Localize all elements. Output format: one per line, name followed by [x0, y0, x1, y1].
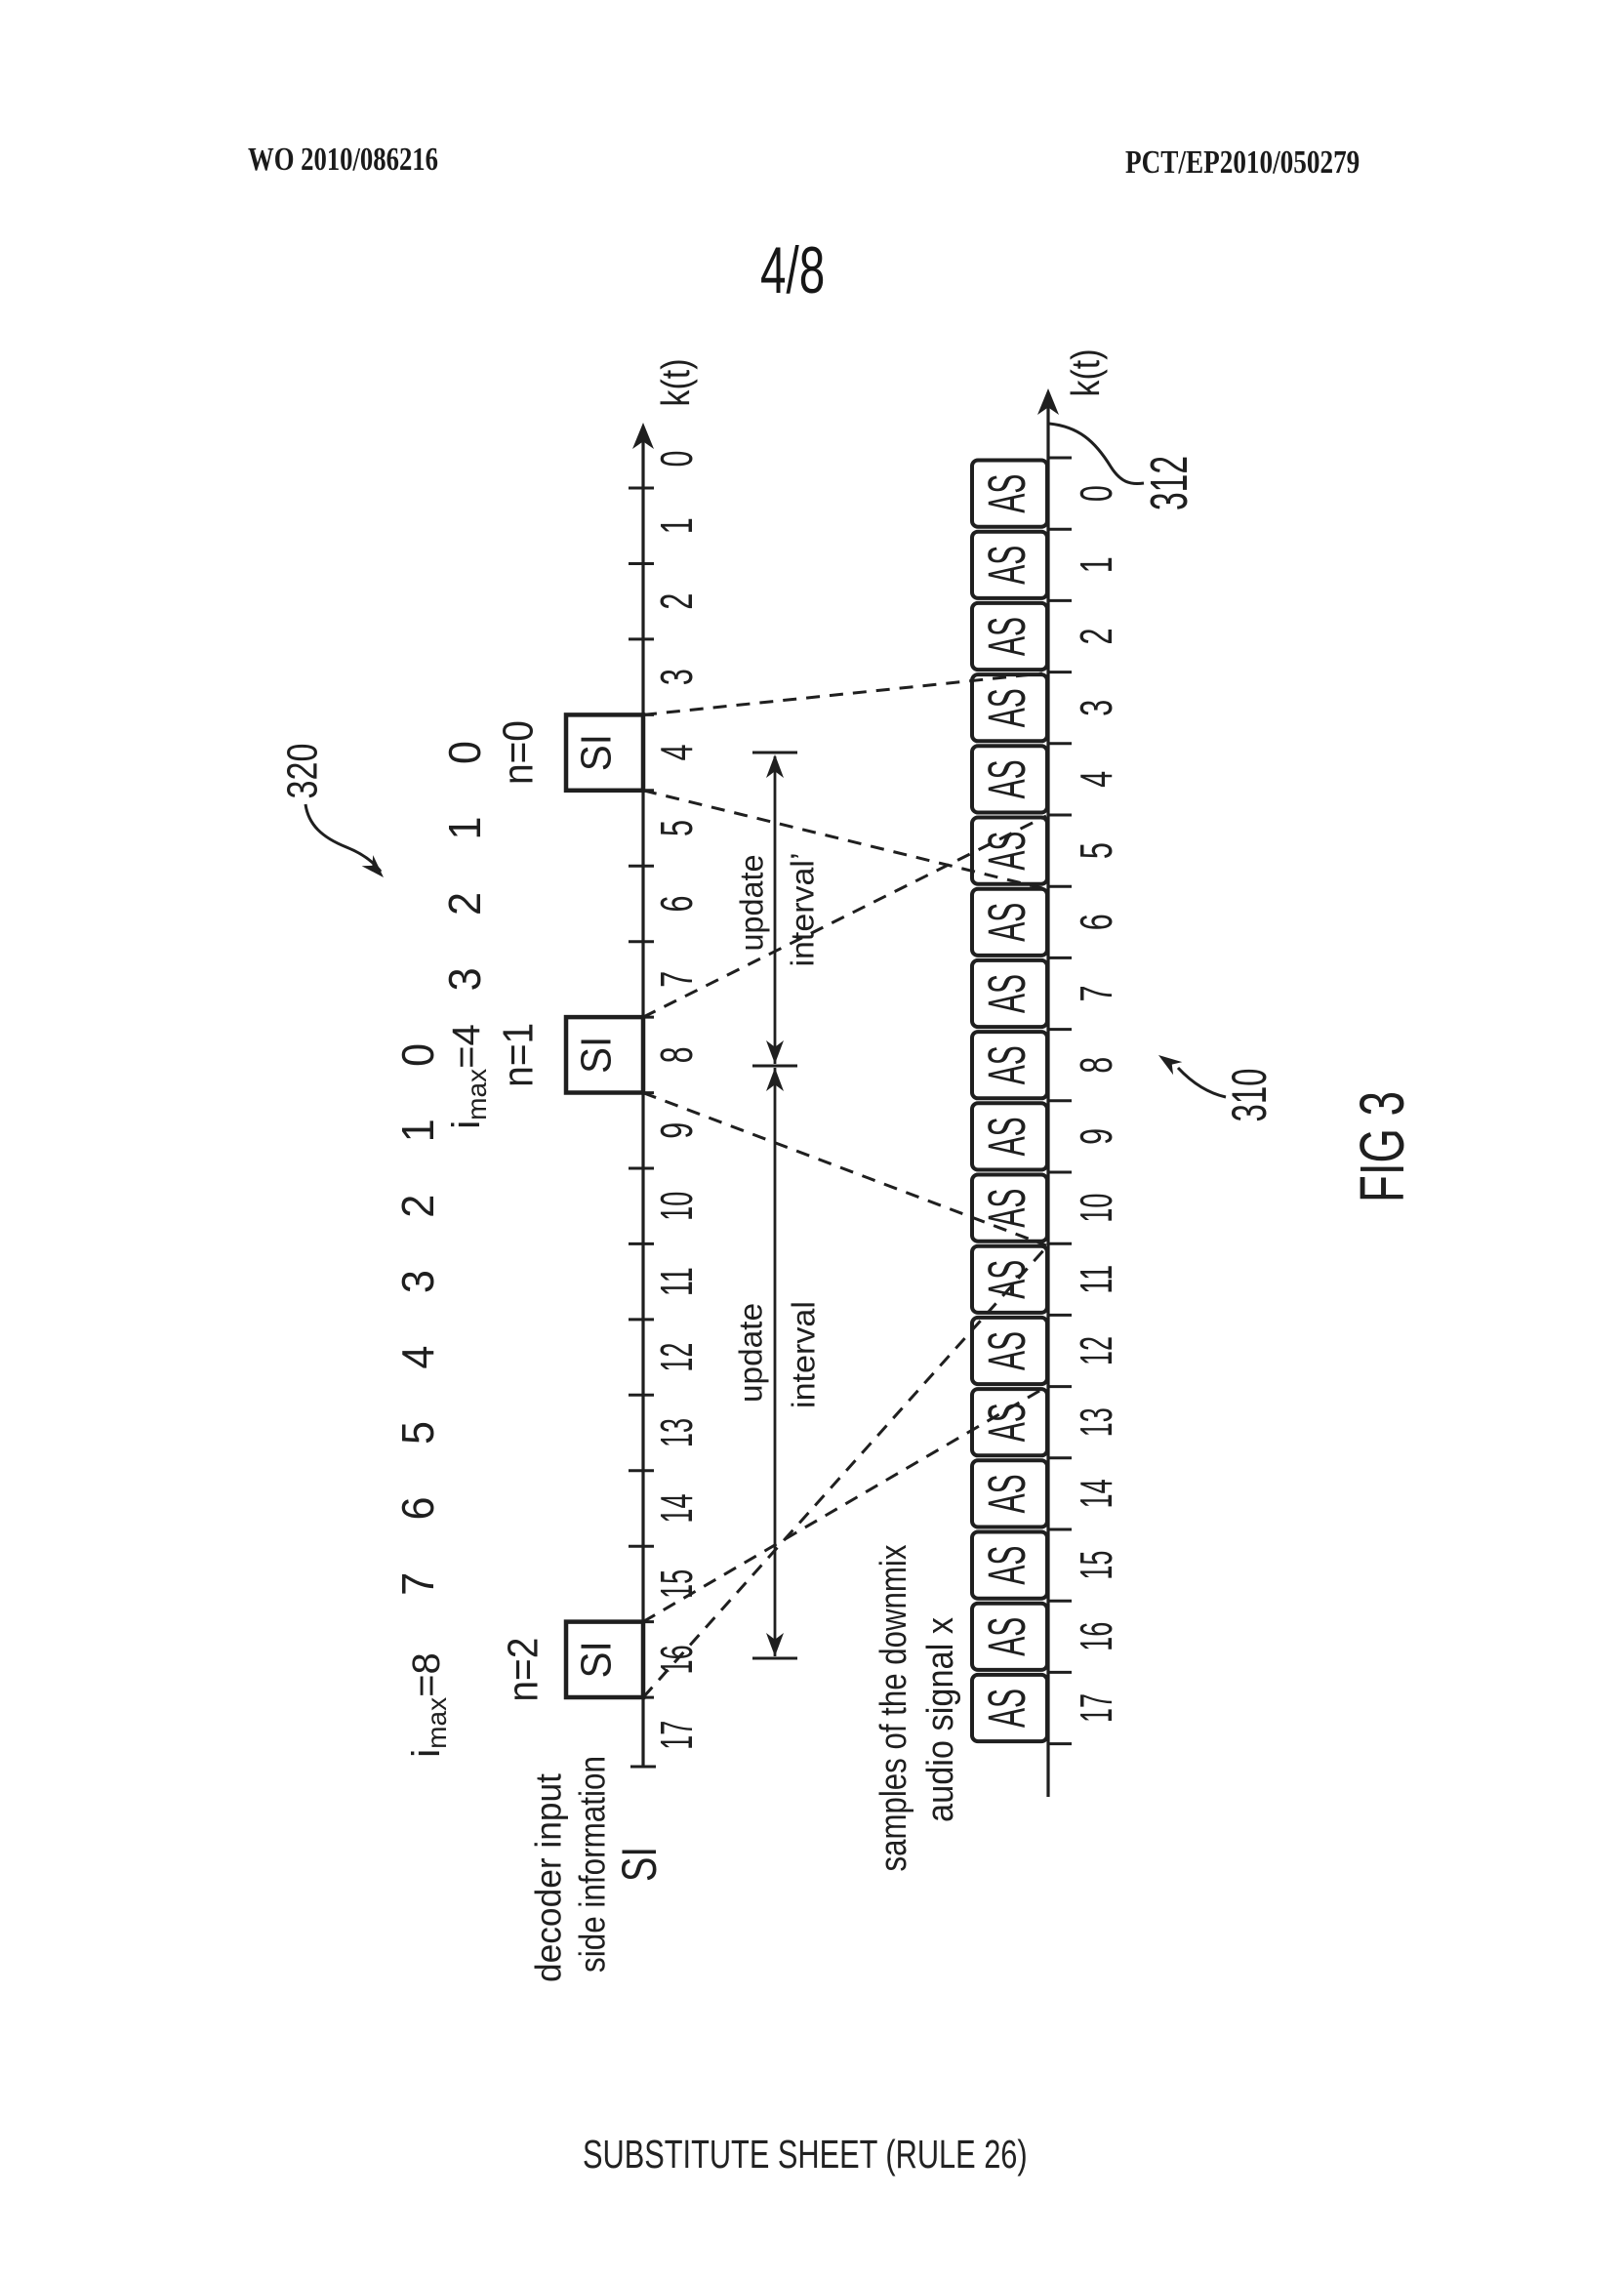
svg-text:AS: AS [978, 1403, 1036, 1442]
svg-text:AS: AS [978, 832, 1036, 871]
svg-text:audio signal x: audio signal x [920, 1617, 961, 1822]
svg-text:10: 10 [651, 1192, 702, 1221]
svg-text:320: 320 [279, 744, 327, 799]
svg-text:AS: AS [978, 903, 1036, 942]
svg-text:3: 3 [392, 1270, 443, 1293]
svg-text:5: 5 [392, 1421, 443, 1445]
svg-text:3: 3 [651, 669, 702, 685]
svg-text:AS: AS [978, 1331, 1036, 1370]
svg-text:0: 0 [392, 1043, 443, 1067]
svg-text:9: 9 [651, 1122, 702, 1139]
svg-text:imax=4: imax=4 [445, 1024, 492, 1128]
svg-text:7: 7 [392, 1572, 443, 1596]
svg-text:8: 8 [1071, 1057, 1121, 1074]
svg-text:9: 9 [1071, 1128, 1121, 1145]
svg-text:AS: AS [978, 1045, 1036, 1084]
svg-text:AS: AS [978, 974, 1036, 1013]
svg-text:1: 1 [392, 1119, 443, 1142]
svg-text:15: 15 [1071, 1551, 1121, 1580]
svg-text:side information: side information [573, 1756, 613, 1973]
svg-text:4: 4 [392, 1346, 443, 1369]
svg-text:interval: interval [786, 1301, 822, 1408]
svg-text:update: update [734, 855, 770, 952]
svg-text:7: 7 [1071, 986, 1121, 1002]
svg-text:6: 6 [392, 1496, 443, 1520]
svg-text:2: 2 [439, 892, 490, 916]
svg-text:11: 11 [1071, 1265, 1121, 1294]
svg-text:SI: SI [612, 1847, 667, 1882]
svg-text:AS: AS [978, 617, 1036, 656]
svg-text:AS: AS [978, 1189, 1036, 1228]
svg-text:5: 5 [651, 820, 702, 836]
svg-text:AS: AS [978, 546, 1036, 585]
svg-text:AS: AS [978, 688, 1036, 727]
svg-text:12: 12 [651, 1343, 702, 1372]
svg-text:2: 2 [392, 1195, 443, 1218]
svg-text:310: 310 [1222, 1069, 1277, 1122]
svg-text:14: 14 [1071, 1479, 1121, 1508]
svg-text:FIG 3: FIG 3 [1347, 1091, 1417, 1202]
svg-text:10: 10 [1071, 1194, 1121, 1223]
svg-text:AS: AS [978, 474, 1036, 513]
svg-text:3: 3 [439, 967, 490, 991]
svg-text:17: 17 [651, 1721, 702, 1750]
svg-text:0: 0 [1071, 485, 1121, 502]
svg-text:12: 12 [1071, 1336, 1121, 1365]
svg-text:0: 0 [439, 741, 490, 764]
svg-text:4: 4 [1071, 771, 1121, 788]
svg-text:16: 16 [1071, 1622, 1121, 1651]
svg-text:AS: AS [978, 1546, 1036, 1585]
svg-text:312: 312 [1140, 456, 1198, 510]
svg-text:13: 13 [1071, 1407, 1121, 1437]
svg-text:n=0: n=0 [495, 720, 543, 785]
svg-text:AS: AS [978, 1689, 1036, 1728]
svg-text:2: 2 [651, 593, 702, 610]
svg-text:1: 1 [439, 817, 490, 840]
svg-text:update: update [733, 1303, 769, 1403]
svg-text:decoder input: decoder input [529, 1772, 569, 1982]
svg-text:AS: AS [978, 759, 1036, 798]
svg-text:17: 17 [1071, 1693, 1121, 1723]
svg-text:6: 6 [651, 895, 702, 912]
svg-text:k(t): k(t) [1063, 349, 1108, 397]
svg-text:interval’: interval’ [785, 853, 821, 967]
svg-text:samples of the downmix: samples of the downmix [873, 1545, 914, 1872]
svg-text:imax=8: imax=8 [405, 1652, 452, 1757]
svg-text:13: 13 [651, 1418, 702, 1447]
svg-text:n=1: n=1 [495, 1023, 543, 1087]
svg-text:2: 2 [1071, 629, 1121, 645]
svg-text:AS: AS [978, 1117, 1036, 1156]
svg-text:7: 7 [651, 971, 702, 988]
svg-text:AS: AS [978, 1474, 1036, 1513]
svg-text:15: 15 [651, 1569, 702, 1599]
svg-text:k(t): k(t) [653, 359, 698, 407]
svg-text:14: 14 [651, 1493, 702, 1523]
svg-text:6: 6 [1071, 914, 1121, 930]
svg-text:11: 11 [651, 1267, 702, 1296]
svg-text:0: 0 [651, 451, 702, 468]
svg-text:SI: SI [573, 1641, 621, 1678]
svg-text:SI: SI [573, 734, 621, 771]
svg-text:3: 3 [1071, 700, 1121, 716]
svg-text:4: 4 [651, 745, 702, 761]
svg-text:1: 1 [651, 517, 702, 534]
svg-text:n=2: n=2 [500, 1638, 548, 1702]
svg-text:1: 1 [1071, 556, 1121, 573]
svg-text:8: 8 [651, 1046, 702, 1063]
svg-text:AS: AS [978, 1617, 1036, 1656]
svg-text:SI: SI [573, 1037, 621, 1074]
svg-text:5: 5 [1071, 842, 1121, 859]
